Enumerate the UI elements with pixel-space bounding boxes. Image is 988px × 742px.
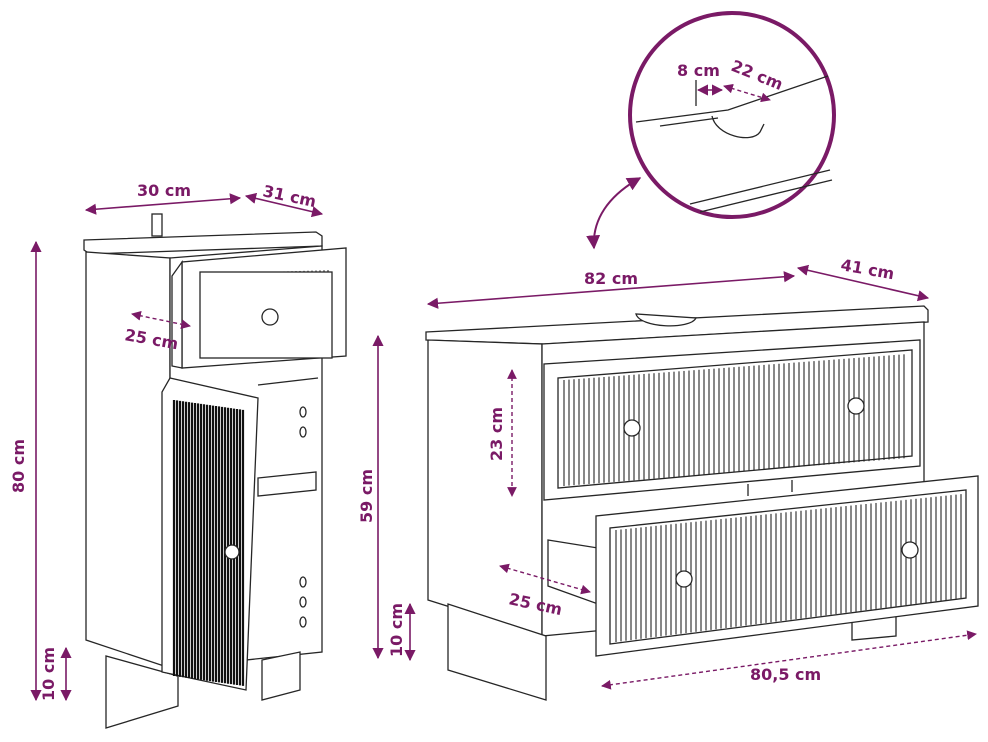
vanity-leg-left	[447, 603, 547, 701]
vanity-upper-knob-left	[623, 419, 641, 437]
vanity-lower-knob-right	[901, 541, 919, 559]
vanity-width-label: 82 cm	[584, 269, 638, 288]
vanity-drawer-width-label: 80,5 cm	[750, 665, 821, 684]
cutout-small-label: 8 cm	[677, 61, 720, 80]
vanity-leg-label: 10 cm	[387, 603, 406, 657]
wall-bracket	[151, 213, 163, 237]
vanity-dimensions: 82 cm 41 cm 59 cm 23 cm 25 cm 10 cm 80,5…	[357, 255, 977, 690]
cutout-detail: 8 cm 22 cm	[586, 11, 836, 250]
tall-cabinet	[83, 213, 347, 729]
cabinet-leg-right	[261, 651, 301, 701]
cabinet-door-knob	[224, 544, 240, 560]
vanity-upper-knob-right	[847, 397, 865, 415]
detail-magnifier	[628, 11, 836, 219]
vanity-drawer-height-label: 23 cm	[487, 407, 506, 461]
vanity-cutout	[635, 313, 698, 327]
vanity-lower-knob-left	[675, 570, 693, 588]
cabinet-leg-label: 10 cm	[39, 647, 58, 701]
vanity-upper-drawer-slats	[563, 354, 905, 486]
cabinet-drawer-knob	[261, 308, 279, 326]
vanity-lower-drawer-panel	[609, 489, 967, 645]
cabinet-side	[85, 251, 171, 669]
shelf-holes	[299, 406, 307, 628]
cabinet-height-label: 80 cm	[9, 439, 28, 493]
cabinet-leg-left	[105, 655, 179, 729]
vanity-height-label: 59 cm	[357, 469, 376, 523]
cabinet-width-label: 30 cm	[137, 181, 191, 200]
cabinet-shelf	[257, 471, 317, 497]
vanity-unit	[425, 305, 979, 701]
detail-arrow	[586, 177, 642, 250]
